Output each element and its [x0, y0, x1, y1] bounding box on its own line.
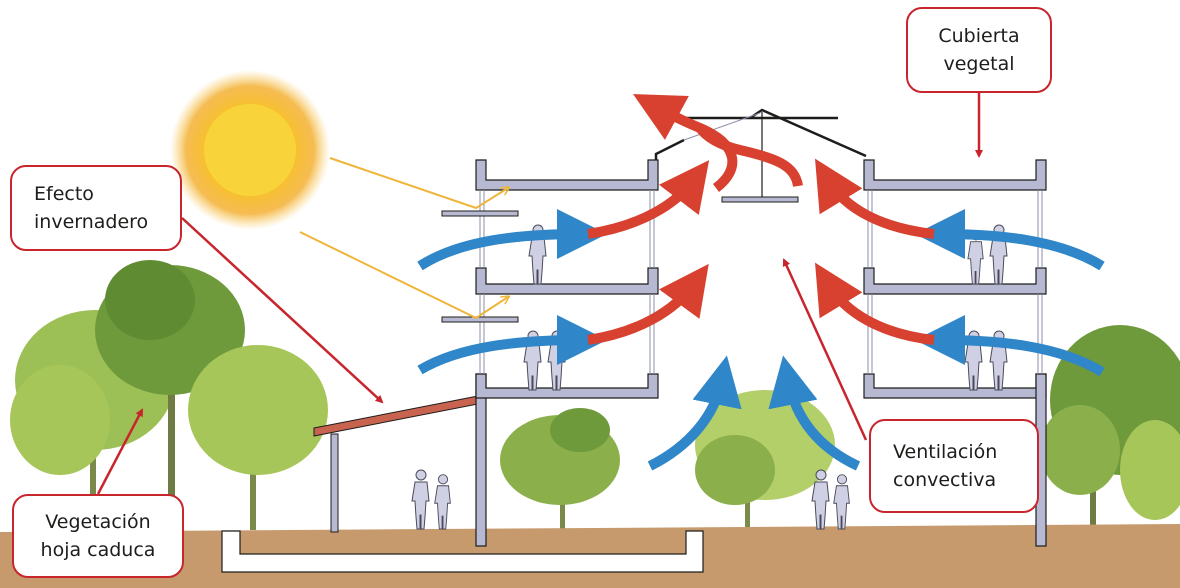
callout-ventilacion-convectiva: Ventilación convectiva: [869, 419, 1039, 513]
callout-pointers: [96, 93, 983, 495]
cool-air-arrow: [915, 315, 1105, 377]
callout-text: convectiva: [893, 469, 997, 491]
callout-text: Vegetación: [45, 511, 151, 533]
cool-air-arrow: [417, 315, 607, 375]
person-icon: [833, 474, 850, 530]
warm-air-exhaust: [695, 124, 803, 188]
warm-air-arrow: [815, 158, 935, 239]
trees-center: [500, 390, 835, 530]
tree-icon: [1120, 420, 1180, 520]
callout-efecto-invernadero: Efecto invernadero: [10, 165, 182, 251]
callout-cubierta-vegetal: Cubierta vegetal: [906, 7, 1052, 93]
person-icon: [411, 469, 430, 530]
cool-air-arrow: [417, 209, 607, 271]
airflow: [417, 94, 1105, 471]
tree-icon: [500, 408, 620, 530]
skylight-roof: [654, 108, 867, 197]
callout-text: vegetal: [943, 53, 1015, 75]
cool-air-rising: [768, 355, 861, 471]
sun-rays: [299, 157, 508, 320]
tree-icon: [95, 260, 245, 530]
trees-left: [10, 260, 328, 530]
person-icon: [434, 474, 451, 530]
glazing: [479, 190, 1043, 374]
tree-icon: [188, 345, 328, 530]
callout-text: Cubierta: [938, 25, 1020, 47]
callout-text: hoja caduca: [40, 539, 156, 561]
callout-text: invernadero: [34, 211, 149, 233]
building: [475, 159, 1047, 547]
warm-air-arrow: [815, 262, 935, 345]
shading-devices: [441, 196, 799, 323]
foundation: [221, 530, 704, 573]
warm-air-arrow: [587, 263, 709, 345]
greenhouse: [313, 395, 479, 533]
sun-icon: [170, 70, 330, 230]
cool-air-rising: [647, 355, 742, 471]
cool-air-arrow: [915, 209, 1105, 271]
callout-vegetacion-hoja-caduca: Vegetación hoja caduca: [12, 494, 184, 578]
warm-air-arrow: [587, 160, 710, 239]
callout-text: Efecto: [34, 183, 94, 205]
callout-text: Ventilación: [893, 441, 998, 463]
